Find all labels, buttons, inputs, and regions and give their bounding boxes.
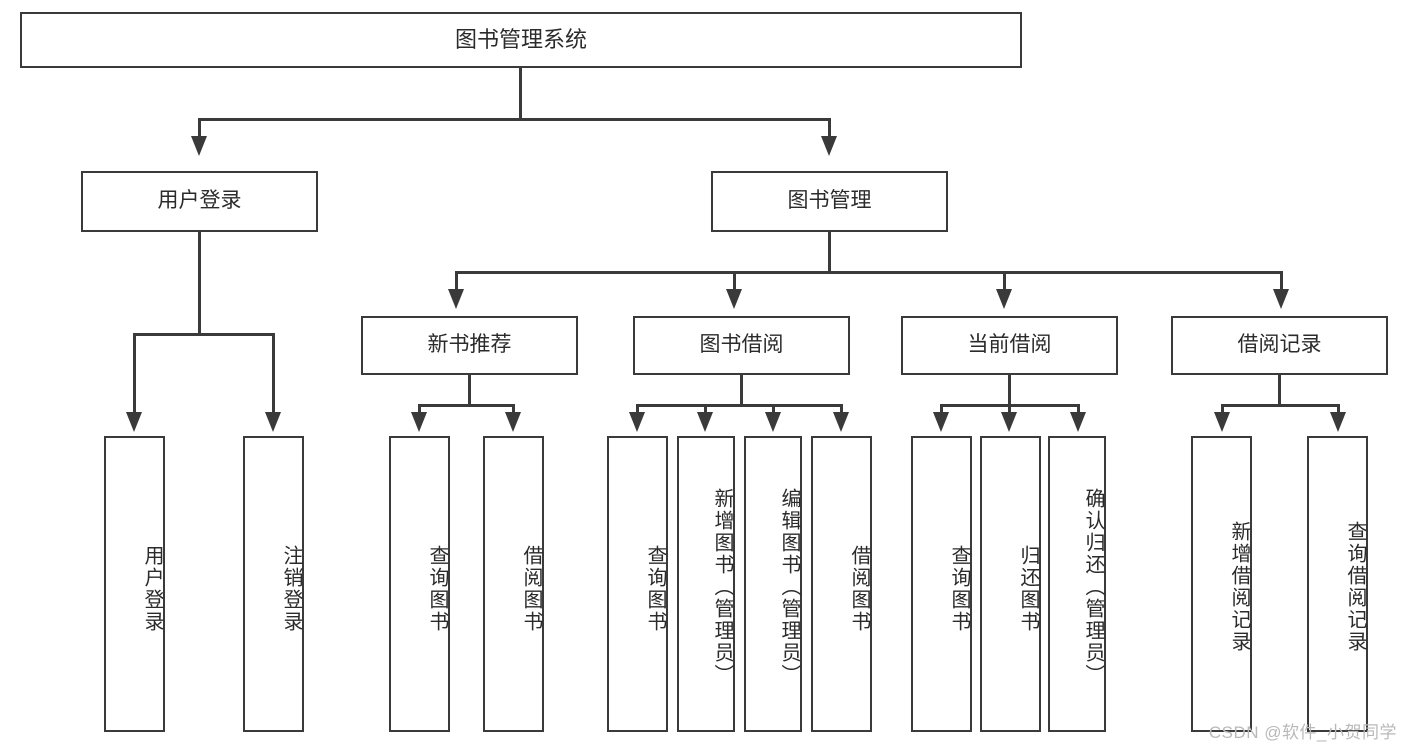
arrow-root-to-book-management xyxy=(821,136,837,156)
connector-book-borrow-stem xyxy=(740,375,743,406)
arrow-cb-to-child-1 xyxy=(933,412,949,432)
leaf-query-book-current[interactable]: 查询图书 xyxy=(911,436,972,732)
arrow-br-to-child-1 xyxy=(1214,412,1230,432)
node-borrow-record[interactable]: 借阅记录 xyxy=(1171,316,1388,375)
connector-new-book-to-child-1 xyxy=(418,404,421,414)
arrow-root-to-user-login xyxy=(191,136,207,156)
node-label: 编辑图书（管理员） xyxy=(778,488,800,686)
node-label: 用户登录 xyxy=(157,189,242,213)
node-label: 借阅图书 xyxy=(848,545,870,633)
node-label: 当前借阅 xyxy=(967,333,1052,357)
leaf-confirm-return-admin[interactable]: 确认归还（管理员） xyxy=(1048,436,1106,732)
node-label: 图书管理系统 xyxy=(454,27,587,53)
node-label: 查询图书 xyxy=(426,545,448,633)
node-label: 确认归还（管理员） xyxy=(1082,488,1104,686)
connector-current-borrow-stem xyxy=(1008,375,1011,406)
arrow-bm-to-current-borrow xyxy=(996,289,1012,309)
arrow-bb-to-child-3 xyxy=(765,412,781,432)
csdn-watermark: CSDN @软件_小贺同学 xyxy=(1208,723,1397,742)
connector-user-login-bus xyxy=(133,333,275,336)
connector-br-to-child-2 xyxy=(1337,404,1340,414)
connector-bb-to-child-3 xyxy=(772,404,775,414)
arrow-cb-to-child-2 xyxy=(1001,412,1017,432)
node-label: 注销登录 xyxy=(280,545,302,633)
node-label: 用户登录 xyxy=(141,545,163,633)
connector-user-login-to-child-1 xyxy=(133,333,136,413)
connector-book-management-stem xyxy=(828,232,831,274)
connector-user-login-stem xyxy=(198,232,201,335)
arrow-new-book-to-child-2 xyxy=(505,412,521,432)
connector-user-login-to-child-2 xyxy=(272,333,275,413)
connector-borrow-record-stem xyxy=(1278,375,1281,406)
leaf-logout-login[interactable]: 注销登录 xyxy=(243,436,304,732)
node-label: 查询图书 xyxy=(644,545,666,633)
node-book-management[interactable]: 图书管理 xyxy=(711,171,948,232)
connector-borrow-record-bus xyxy=(1221,404,1340,407)
node-label: 新增借阅记录 xyxy=(1228,521,1250,653)
node-label: 查询借阅记录 xyxy=(1344,521,1366,653)
connector-root-stem xyxy=(519,68,522,120)
node-book-borrow[interactable]: 图书借阅 xyxy=(633,316,850,375)
arrow-bb-to-child-1 xyxy=(629,412,645,432)
node-label: 查询图书 xyxy=(948,545,970,633)
arrow-bm-to-borrow-record xyxy=(1273,289,1289,309)
leaf-query-book-newbook[interactable]: 查询图书 xyxy=(389,436,450,732)
node-user-login[interactable]: 用户登录 xyxy=(81,171,318,232)
node-root-book-management-system[interactable]: 图书管理系统 xyxy=(20,12,1022,68)
connector-book-borrow-bus xyxy=(636,404,843,407)
node-label: 新书推荐 xyxy=(427,333,512,357)
leaf-add-book-admin[interactable]: 新增图书（管理员） xyxy=(677,436,735,732)
connector-cb-to-child-2 xyxy=(1008,404,1011,414)
connector-bb-to-child-2 xyxy=(704,404,707,414)
connector-br-to-child-1 xyxy=(1221,404,1224,414)
connector-root-to-user-login xyxy=(198,118,201,138)
node-label: 图书管理 xyxy=(787,189,872,213)
arrow-br-to-child-2 xyxy=(1330,412,1346,432)
connector-cb-to-child-3 xyxy=(1077,404,1080,414)
arrow-bm-to-book-borrow xyxy=(726,289,742,309)
node-label: 新增图书（管理员） xyxy=(711,488,733,686)
leaf-query-borrow-record[interactable]: 查询借阅记录 xyxy=(1307,436,1368,732)
leaf-return-book[interactable]: 归还图书 xyxy=(980,436,1041,732)
node-current-borrow[interactable]: 当前借阅 xyxy=(901,316,1118,375)
connector-bm-to-book-borrow xyxy=(733,271,736,291)
connector-bm-to-borrow-record xyxy=(1280,271,1283,291)
connector-bb-to-child-1 xyxy=(636,404,639,414)
connector-bm-to-current-borrow xyxy=(1003,271,1006,291)
leaf-borrow-book-newbook[interactable]: 借阅图书 xyxy=(483,436,544,732)
arrow-new-book-to-child-1 xyxy=(411,412,427,432)
arrow-user-login-to-child-1 xyxy=(126,412,142,432)
connector-cb-to-child-1 xyxy=(940,404,943,414)
node-label: 图书借阅 xyxy=(699,333,784,357)
connector-bm-to-new-book xyxy=(455,271,458,291)
arrow-bb-to-child-4 xyxy=(833,412,849,432)
node-label: 借阅图书 xyxy=(520,545,542,633)
node-new-book-recommend[interactable]: 新书推荐 xyxy=(361,316,578,375)
arrow-cb-to-child-3 xyxy=(1070,412,1086,432)
connector-new-book-stem xyxy=(468,375,471,406)
connector-book-management-bus xyxy=(455,271,1283,274)
connector-bb-to-child-4 xyxy=(840,404,843,414)
arrow-bb-to-child-2 xyxy=(697,412,713,432)
node-label: 借阅记录 xyxy=(1237,333,1322,357)
connector-root-bus xyxy=(198,118,831,121)
connector-root-to-book-management xyxy=(828,118,831,138)
leaf-query-book-borrow[interactable]: 查询图书 xyxy=(607,436,668,732)
node-label: 归还图书 xyxy=(1017,545,1039,633)
connector-new-book-bus xyxy=(418,404,515,407)
leaf-user-login[interactable]: 用户登录 xyxy=(104,436,165,732)
arrow-user-login-to-child-2 xyxy=(265,412,281,432)
arrow-bm-to-new-book xyxy=(448,289,464,309)
leaf-add-borrow-record[interactable]: 新增借阅记录 xyxy=(1191,436,1252,732)
leaf-edit-book-admin[interactable]: 编辑图书（管理员） xyxy=(744,436,802,732)
connector-new-book-to-child-2 xyxy=(512,404,515,414)
leaf-borrow-book-borrow[interactable]: 借阅图书 xyxy=(811,436,872,732)
